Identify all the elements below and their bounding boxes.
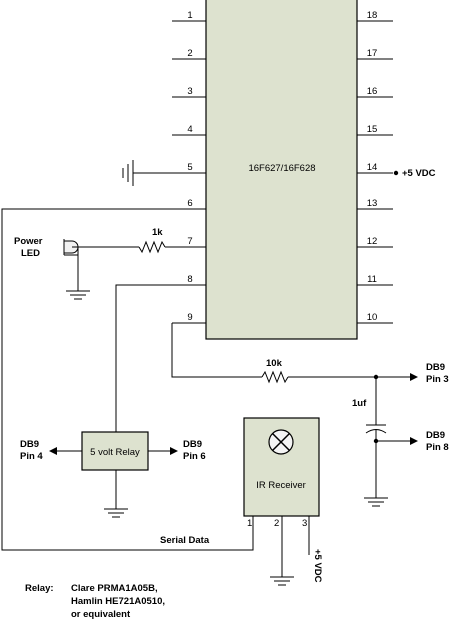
ir-pin3-label: 3 — [302, 518, 307, 529]
serial-data-label: Serial Data — [160, 535, 210, 546]
left-pins — [172, 20, 206, 324]
serial-data-wire — [1, 208, 254, 551]
relay-box — [81, 431, 149, 471]
db9-pin6-line2: Pin 6 — [183, 451, 206, 462]
ground-symbol-relay — [104, 470, 128, 518]
db9-pin8-line2: Pin 8 — [426, 442, 449, 453]
pin-6: 6 — [187, 198, 192, 209]
db9-pin4-line1: DB9 — [20, 439, 39, 450]
pin-7: 7 — [187, 236, 192, 247]
chip-label: 16F627/16F628 — [248, 163, 315, 174]
pin-5: 5 — [187, 162, 192, 173]
pin-12: 12 — [367, 236, 378, 247]
db9-pin6-line1: DB9 — [183, 439, 202, 450]
pin-11: 11 — [367, 274, 377, 285]
relay-note-line1: Clare PRMA1A05B, — [71, 583, 158, 594]
ground-symbol-ir — [270, 516, 294, 586]
resistor-1k-label: 1k — [152, 227, 163, 238]
vdc-node-dot — [393, 170, 399, 176]
pin-8: 8 — [187, 274, 192, 285]
ir-receiver-label: IR Receiver — [256, 480, 306, 491]
pin-9: 9 — [187, 312, 192, 323]
relay-note-line2: Hamlin HE721A0510, — [71, 596, 165, 607]
pin-13: 13 — [367, 198, 378, 209]
pin-15: 15 — [367, 124, 378, 135]
db9-pin3-line2: Pin 3 — [426, 374, 449, 385]
right-pins — [357, 20, 393, 324]
ir-pin1-label: 1 — [247, 518, 252, 529]
pin-17: 17 — [367, 48, 378, 59]
db9-pin8-line1: DB9 — [426, 430, 445, 441]
pin-4: 4 — [187, 124, 192, 135]
led-icon — [63, 239, 79, 256]
ir-pin2-label: 2 — [274, 518, 279, 529]
db9-pin3-line1: DB9 — [426, 362, 445, 373]
pin-16: 16 — [367, 86, 378, 97]
db9-pin4-line2: Pin 4 — [20, 451, 43, 462]
relay-box-label: 5 volt Relay — [90, 447, 140, 458]
ground-symbol-cap — [364, 497, 388, 507]
pin-18: 18 — [367, 10, 378, 21]
resistor-1k — [138, 240, 166, 254]
pin-2: 2 — [187, 48, 192, 59]
power-led-label-line2: LED — [21, 248, 40, 259]
vdc-bottom-label: +5 VDC — [312, 549, 323, 583]
capacitor-label: 1uf — [352, 398, 367, 409]
pic-chip — [205, 0, 358, 340]
relay-note-title: Relay: — [25, 583, 54, 594]
ground-symbol-pin5 — [122, 160, 172, 186]
ground-symbol-led — [66, 255, 90, 300]
left-pin-numbers: 1 2 3 4 5 6 7 8 9 — [187, 10, 192, 323]
relay-note-line3: or equivalent — [71, 609, 131, 620]
right-pin-numbers: 18 17 16 15 14 13 12 11 10 — [367, 10, 378, 323]
relay-control-wire — [115, 284, 172, 432]
vdc-right-label: +5 VDC — [402, 168, 436, 179]
power-led-label-line1: Power — [14, 236, 43, 247]
resistor-10k — [261, 370, 289, 384]
pin-1: 1 — [187, 10, 192, 21]
capacitor-1uf — [365, 377, 387, 498]
pin-3: 3 — [187, 86, 192, 97]
pin-14: 14 — [367, 162, 378, 173]
ir-lamp-icon — [268, 429, 294, 455]
pin-10: 10 — [367, 312, 378, 323]
resistor-10k-label: 10k — [266, 358, 283, 369]
